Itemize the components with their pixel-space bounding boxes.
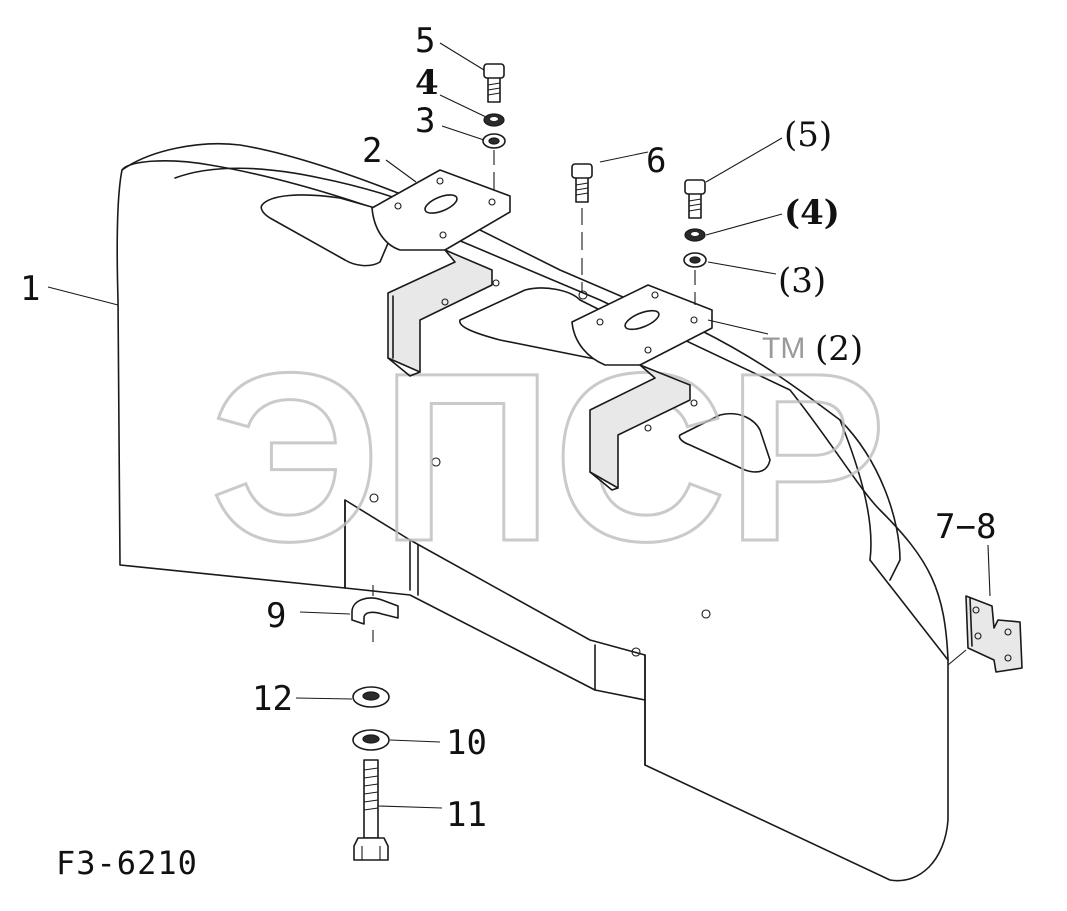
label-part-9: 9	[266, 596, 286, 636]
washer-10	[352, 729, 390, 751]
washer-12	[352, 686, 390, 708]
side-plate-7-8	[965, 595, 1023, 673]
label-part-5: 5	[415, 21, 435, 61]
flat-washer-3	[482, 133, 506, 149]
watermark-trademark: TM	[762, 332, 805, 365]
label-part-3-alt: (3)	[778, 261, 826, 301]
watermark: ЭПСР TM	[209, 322, 889, 593]
label-part-2-alt: (2)	[815, 329, 863, 369]
bolt-5-alt	[684, 179, 706, 219]
watermark-text: ЭПСР	[210, 323, 887, 591]
label-part-11: 11	[446, 795, 487, 835]
bolt-5	[483, 63, 505, 103]
leader-lines	[47, 42, 991, 809]
label-part-5-alt: (5)	[784, 115, 832, 155]
flat-washer-3-alt	[683, 252, 707, 268]
lock-washer-4	[483, 113, 505, 127]
label-part-6: 6	[646, 141, 666, 181]
label-part-7-8: 7−8	[935, 507, 996, 547]
long-bolt-11	[353, 759, 389, 861]
bracket-left	[371, 169, 511, 377]
label-part-3: 3	[415, 101, 435, 141]
lock-washer-4-alt	[684, 228, 706, 242]
label-part-12: 12	[252, 679, 293, 719]
label-part-10: 10	[446, 723, 487, 763]
part-labels: 1 2 3 4 5 6 (5) (4) (3) (2) 7−8 9 12 10 …	[20, 21, 996, 882]
label-part-4-alt: (4)	[784, 193, 840, 233]
label-part-2: 2	[362, 131, 382, 171]
label-part-1: 1	[20, 269, 40, 309]
u-clip-9	[351, 585, 399, 642]
label-part-4: 4	[415, 63, 439, 103]
bracket-right	[571, 284, 713, 491]
counterweight-body	[116, 142, 949, 882]
bolt-6	[571, 163, 593, 292]
drawing-code: F3-6210	[56, 844, 198, 882]
